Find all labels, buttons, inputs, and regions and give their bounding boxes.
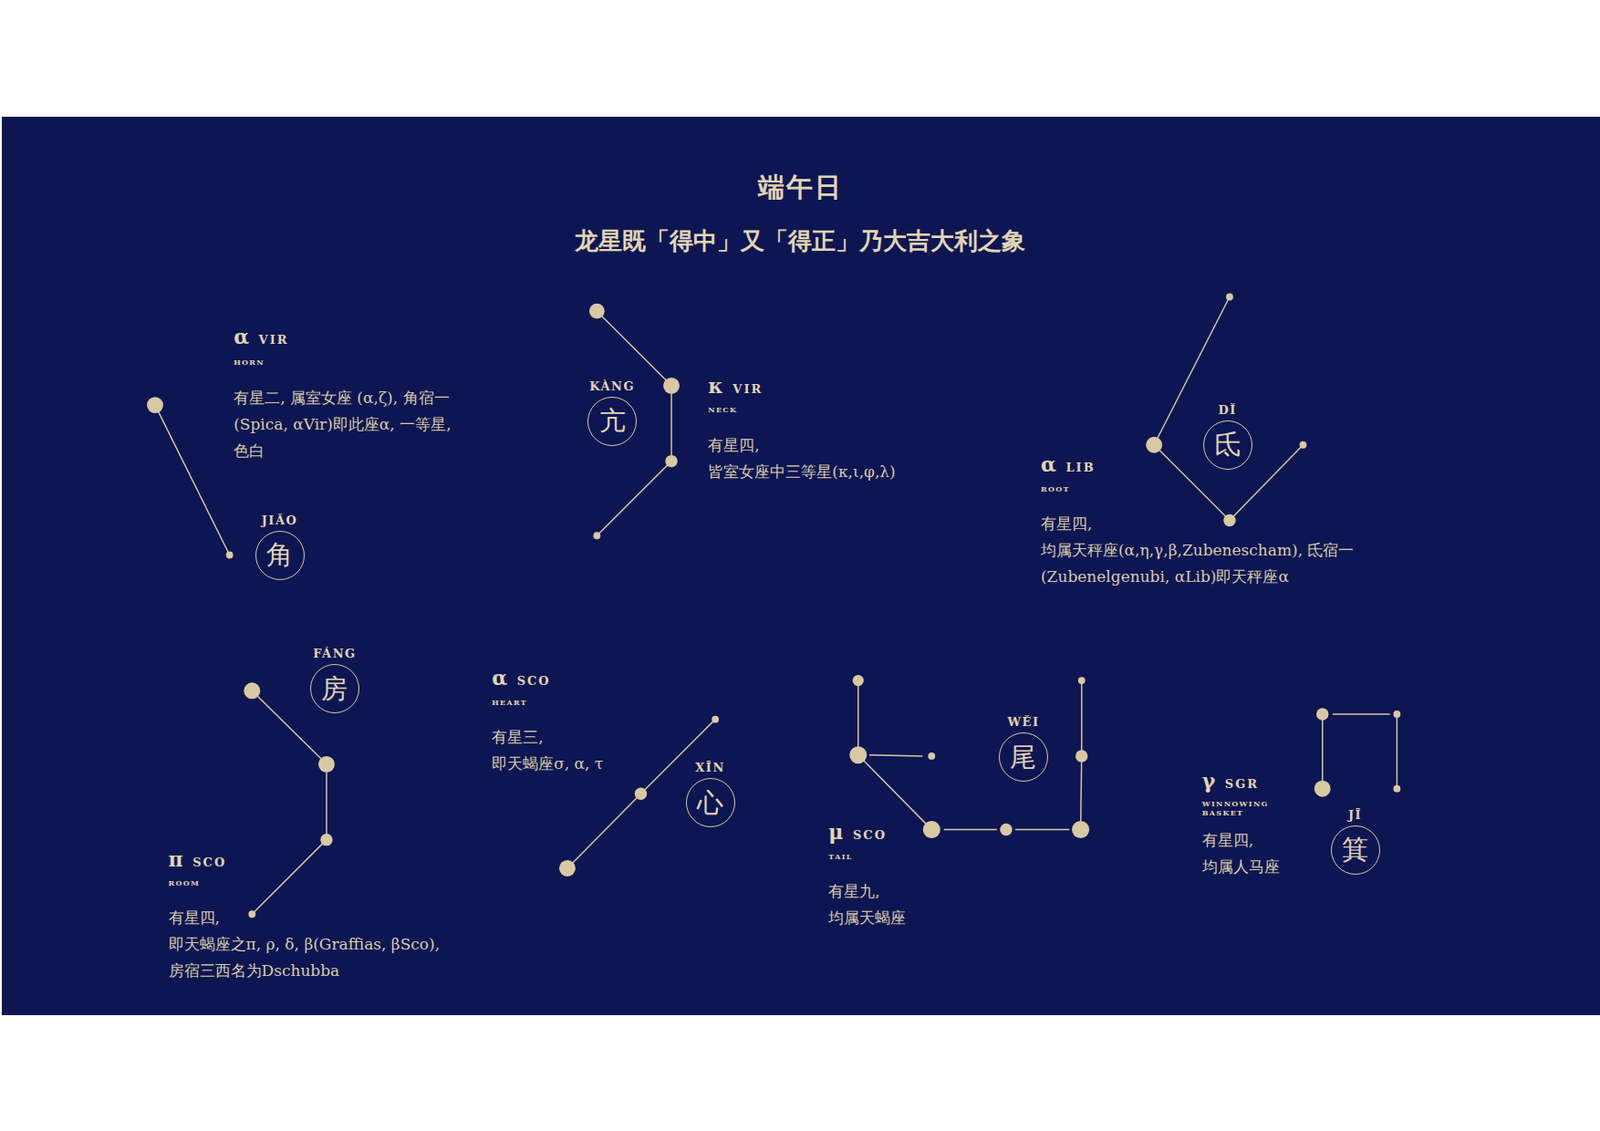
star-description: 有星四, 均属人马座 [1202, 827, 1330, 881]
star-dot [1075, 749, 1088, 762]
star-dot [1078, 676, 1086, 685]
star-dot [1299, 441, 1308, 449]
star-line [857, 680, 859, 756]
constellation-symbol: α LIB [1040, 452, 1096, 480]
mansion-circle: KÀNG亢 [587, 396, 637, 447]
star-dot [1071, 820, 1090, 839]
constellation-symbol: μ SCO [828, 820, 887, 848]
star-dot [243, 682, 260, 699]
star-dot [999, 823, 1012, 836]
star-line [1080, 756, 1082, 831]
star-dot [849, 746, 867, 764]
star-line [1396, 714, 1398, 790]
constellation-name: HORN [233, 357, 265, 367]
constellation-name: NECK [707, 405, 738, 415]
mansion-circle: FÁNG房 [310, 664, 360, 714]
mansion-character: 亢 [599, 407, 626, 435]
star-dot [1392, 785, 1401, 793]
star-dot [927, 752, 936, 760]
mansion-character: 房 [321, 675, 348, 703]
star-dot [559, 860, 576, 877]
star-line [858, 755, 933, 831]
star-dot [226, 551, 234, 560]
star-dot [592, 531, 601, 540]
star-dot [711, 716, 719, 724]
star-dot [1392, 710, 1401, 718]
star-line [869, 755, 923, 757]
pinyin-label: JĪ [1348, 808, 1362, 822]
constellation-name: TAIL [828, 851, 852, 862]
constellation-name: WINNOWING BASKET [1202, 799, 1279, 818]
constellation-symbol: κ VIR [707, 374, 763, 402]
pinyin-label: JIǍO [261, 513, 299, 528]
star-dot [146, 396, 164, 414]
mansion-circle: WĚI尾 [998, 732, 1049, 782]
constellation-symbol: γ SGR [1202, 768, 1259, 797]
constellation-symbol: α SCO [491, 665, 551, 694]
pinyin-label: WĚI [1007, 715, 1039, 729]
mansion-circle: JIǍO角 [255, 530, 305, 581]
star-dot [852, 675, 864, 686]
star-line [1332, 713, 1391, 715]
pinyin-label: KÀNG [589, 379, 635, 394]
star-line [1015, 829, 1070, 831]
star-description: 有星四, 皆室女座中三等星(κ,ι,φ,λ) [707, 432, 947, 486]
mansion-character: 角 [266, 541, 293, 569]
star-line [155, 405, 230, 555]
mansion-character: 尾 [1009, 744, 1037, 771]
mansion-character: 心 [696, 789, 724, 817]
pinyin-label: DǏ [1218, 403, 1237, 417]
star-description: 有星四, 即天蝎座之π, ρ, δ, β(Graffias, βSco), 房宿… [168, 904, 498, 985]
star-line [1080, 680, 1082, 757]
constellation-name: ROOT [1040, 484, 1071, 494]
star-line [640, 719, 716, 795]
constellation-symbol: π SCO [168, 847, 228, 875]
star-description: 有星四, 均属天秤座(α,η,γ,β,Zubenescham), 氐宿一(Zub… [1040, 510, 1388, 591]
star-dot [663, 377, 680, 395]
mansion-circle: DǏ氐 [1203, 420, 1253, 470]
star-line [1153, 297, 1230, 446]
pinyin-label: XĪN [695, 760, 726, 775]
star-description: 有星九, 均属天蝎座 [828, 878, 956, 932]
star-dot [589, 303, 605, 320]
constellation-symbol: α VIR [233, 324, 289, 353]
star-line [670, 385, 672, 462]
constellation-name: HEART [491, 697, 528, 707]
mansion-character: 氐 [1214, 431, 1241, 458]
star-line [944, 829, 998, 831]
star-dot [248, 910, 256, 918]
mansion-circle: XĪN心 [685, 778, 736, 828]
star-line [251, 690, 327, 765]
star-dot [634, 788, 647, 800]
star-line [567, 793, 642, 869]
star-dot [1314, 780, 1331, 798]
star-description: 有星三, 即天蝎座σ, α, τ [491, 724, 647, 778]
star-line [325, 764, 327, 841]
mansion-circle: JĪ箕 [1330, 825, 1381, 875]
star-dot [1316, 707, 1329, 720]
star-dot [318, 756, 335, 773]
star-line [251, 840, 327, 915]
star-dot [1225, 293, 1234, 302]
star-description: 有星二, 属室女座 (α,ζ), 角宿一(Spica, αVir)即此座α, 一… [233, 384, 473, 465]
mansion-character: 箕 [1341, 836, 1369, 863]
title-text: 端午日 [0, 170, 1600, 204]
star-dot [923, 820, 941, 839]
star-dot [320, 833, 333, 846]
star-dot [1223, 514, 1236, 527]
constellation-name: ROOM [168, 878, 201, 888]
star-dot [664, 455, 677, 468]
star-line [1321, 714, 1323, 790]
pinyin-label: FÁNG [312, 646, 357, 661]
subtitle-text: 龙星既「得中」又「得正」乃大吉大利之象 [0, 225, 1600, 257]
star-line [596, 311, 672, 386]
star-line [596, 461, 672, 537]
star-dot [1145, 436, 1163, 454]
